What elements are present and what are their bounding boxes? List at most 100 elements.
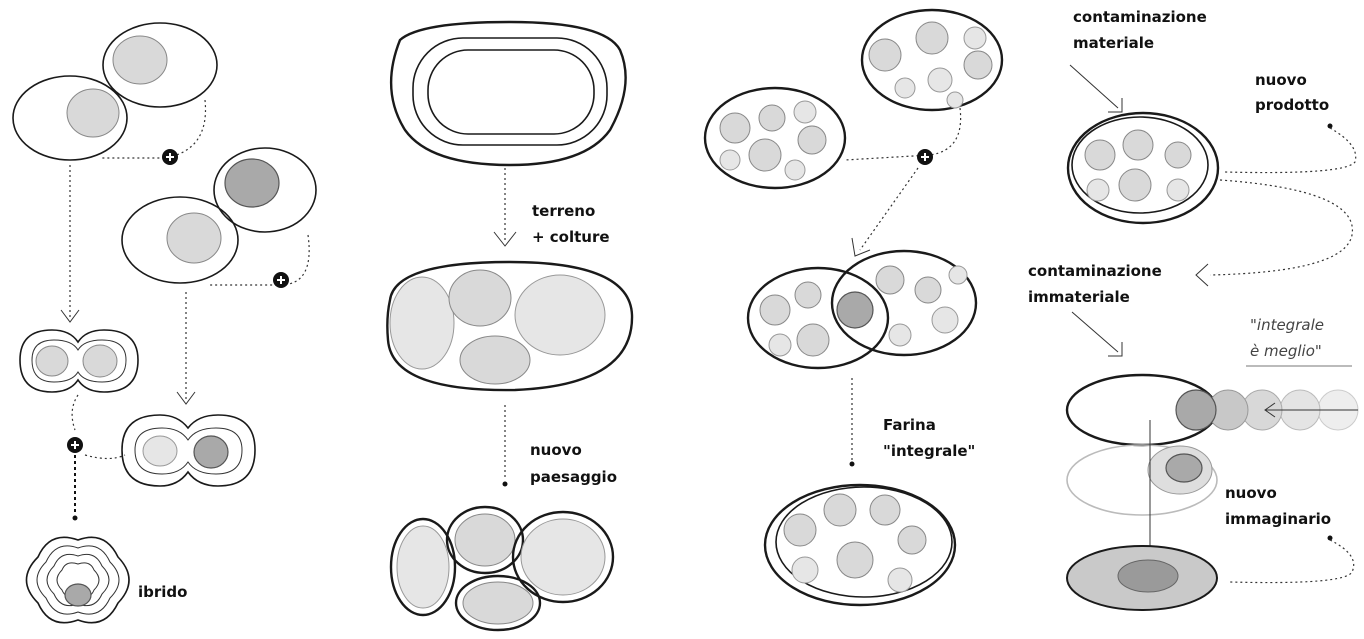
hybrid-cell [27,537,130,622]
landscape-fill [521,519,605,595]
label-immaginario: immaginario [1225,510,1331,528]
connector-dot [503,482,508,487]
crop-cell [390,277,454,369]
arrow-left-icon [1196,264,1208,286]
grain [792,557,818,583]
cell-nucleus-dark [225,159,279,207]
label-colture: + colture [532,228,610,246]
grain [898,526,926,554]
grain [1087,179,1109,201]
label-nuovo-prodotto: nuovo [1255,71,1307,89]
label-contaminazione-immateriale: contaminazione [1028,262,1162,280]
grain [915,277,941,303]
grain [795,282,821,308]
grain [720,113,750,143]
grain [1167,179,1189,201]
grain [837,542,873,578]
label-quote-2: è meglio" [1250,342,1322,360]
panel-paesaggio: terreno + colture nuovo paesaggio [387,22,632,630]
crop-cell [449,270,511,326]
plus-circle-icon [273,272,289,288]
dotted-connector [85,455,125,459]
grain [932,307,958,333]
product-cell [1068,113,1218,223]
grain [794,101,816,123]
crop-cell [515,275,605,355]
label-prodotto: prodotto [1255,96,1329,114]
grain [837,292,873,328]
grain [916,22,948,54]
plus-circle-icon [67,437,83,453]
arrow-line [1070,65,1118,108]
cell-nucleus [113,36,167,84]
grain [964,27,986,49]
arrow-corner-icon [852,238,870,256]
grain [759,105,785,131]
cell-nucleus [83,345,117,377]
grain [785,160,805,180]
imaginary-core [1118,560,1178,592]
merged-cell-outline [122,415,255,486]
arrow-line [1072,312,1118,352]
grain [1085,140,1115,170]
landscape-fill [397,526,449,608]
crop-cell [460,336,530,384]
plus-circle-icon [162,149,178,165]
grain [869,39,901,71]
label-nuovo-1: nuovo [530,441,582,459]
dotted-connector [1225,128,1356,173]
connector-dot [1328,124,1333,129]
panel-contaminazione: contaminazione materiale nuovo prodotto … [1028,8,1358,610]
cell-nucleus [143,436,177,466]
idea-core [1166,454,1202,482]
grain [760,295,790,325]
cell-nucleus-dark [194,436,228,468]
label-paesaggio: paesaggio [530,468,617,486]
idea-nucleus [1176,390,1216,430]
label-quote-1: "integrale [1250,316,1324,334]
grain [797,324,829,356]
cell-nucleus [36,346,68,376]
grain [895,78,915,98]
grain [888,568,912,592]
plus-circle-icon [917,149,933,165]
grain [720,150,740,170]
label-immateriale: immateriale [1028,288,1130,306]
dotted-connector [1210,180,1352,275]
grain [870,495,900,525]
grain [889,324,911,346]
grain [947,92,963,108]
label-materiale: materiale [1073,34,1154,52]
grain [824,494,856,526]
label-integrale: "integrale" [883,442,975,460]
soil-field-ring [428,50,594,134]
landscape-fill [455,514,515,566]
grain [769,334,791,356]
label-contaminazione-materiale: contaminazione [1073,8,1207,26]
grain [964,51,992,79]
dotted-connector [845,108,961,160]
dotted-connector [860,168,918,250]
soil-field-outline [391,22,626,165]
label-ibrido: ibrido [138,583,187,601]
connector-dot [850,462,855,467]
connector-dot [1328,536,1333,541]
grain [749,139,781,171]
grain [798,126,826,154]
panel-ibrido: ibrido [13,23,316,623]
label-nuovo-immaginario: nuovo [1225,484,1277,502]
grain [949,266,967,284]
soil-field-ring [413,38,607,145]
cell-nucleus [67,89,119,137]
connector-dot [73,516,78,521]
label-farina: Farina [883,416,936,434]
landscape-fill [463,582,533,624]
grain [784,514,816,546]
grain [876,266,904,294]
grain [1165,142,1191,168]
panel-farina: Farina "integrale" [705,10,1002,605]
dotted-connector [72,395,78,430]
grain [1119,169,1151,201]
